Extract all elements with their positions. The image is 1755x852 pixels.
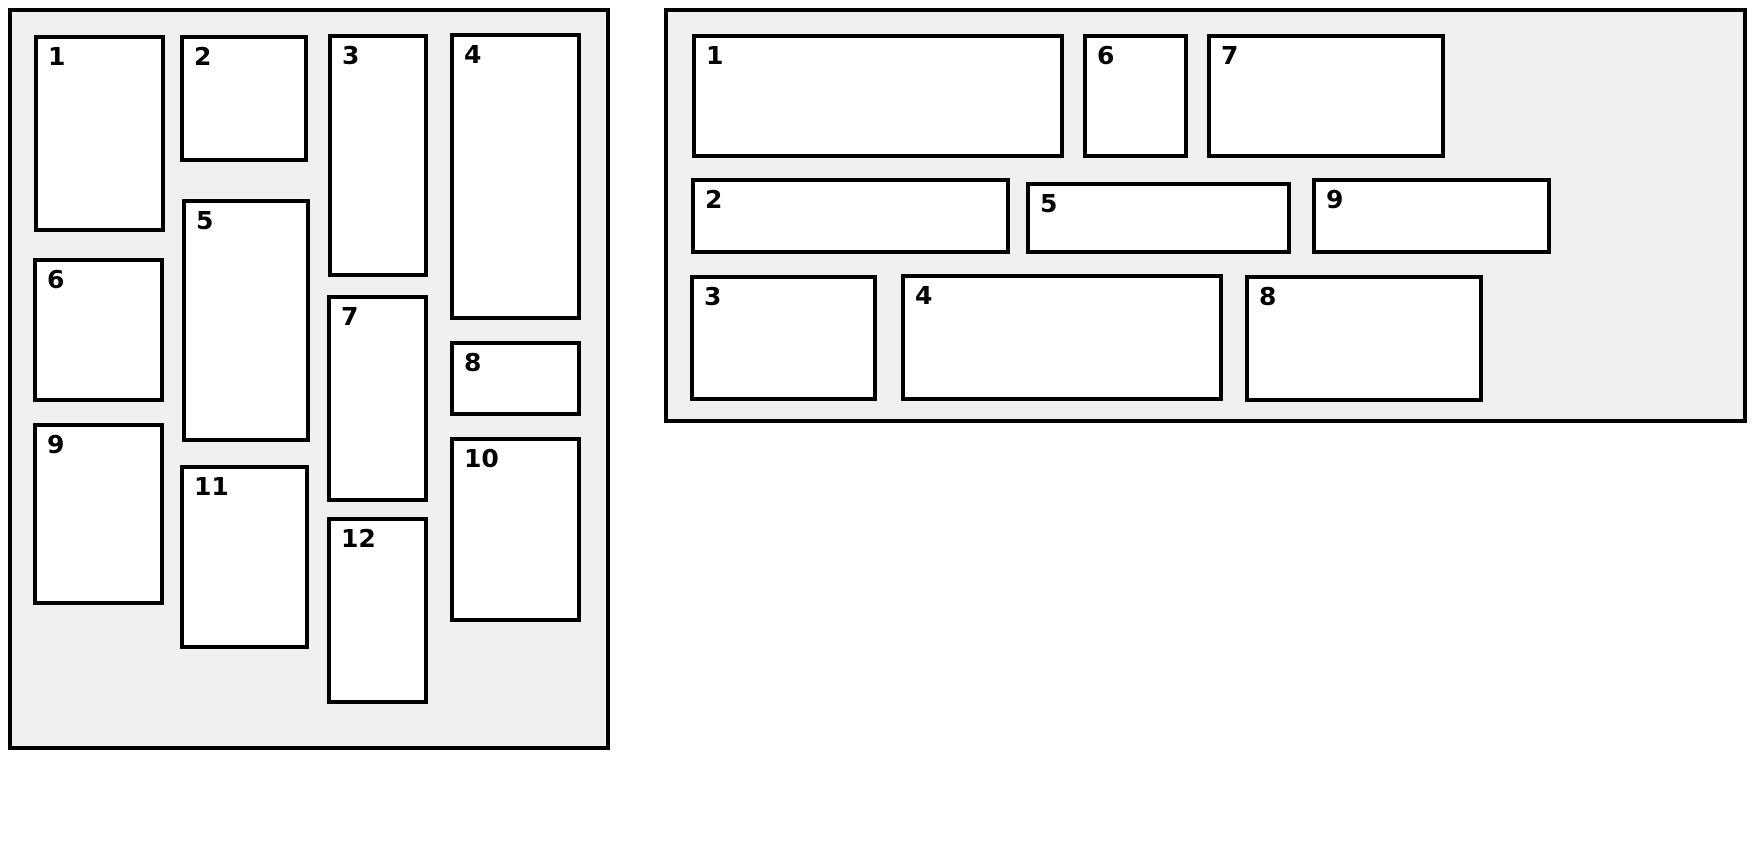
region-box-7[interactable]: 7 bbox=[1207, 34, 1445, 158]
region-box-3[interactable]: 3 bbox=[690, 275, 877, 401]
region-box-8[interactable]: 8 bbox=[450, 341, 581, 416]
region-order-label: 7 bbox=[341, 302, 359, 331]
right-panel: 1 6 7 2 5 9 3 4 8 bbox=[664, 8, 1747, 423]
region-order-label: 10 bbox=[464, 444, 499, 473]
region-box-10[interactable]: 10 bbox=[450, 437, 581, 622]
region-order-label: 4 bbox=[915, 281, 933, 310]
region-box-1[interactable]: 1 bbox=[34, 35, 165, 232]
region-order-label: 5 bbox=[196, 206, 214, 235]
region-order-label: 2 bbox=[705, 185, 723, 214]
region-box-2[interactable]: 2 bbox=[691, 178, 1010, 254]
region-order-label: 3 bbox=[342, 41, 360, 70]
region-order-label: 11 bbox=[194, 472, 229, 501]
region-order-label: 8 bbox=[1259, 282, 1277, 311]
region-order-label: 6 bbox=[47, 265, 65, 294]
region-box-5[interactable]: 5 bbox=[182, 199, 310, 442]
region-order-label: 8 bbox=[464, 348, 482, 377]
region-box-2[interactable]: 2 bbox=[180, 35, 308, 162]
region-order-label: 4 bbox=[464, 40, 482, 69]
region-box-4[interactable]: 4 bbox=[450, 33, 581, 320]
region-box-4[interactable]: 4 bbox=[901, 274, 1223, 401]
region-order-label: 3 bbox=[704, 282, 722, 311]
region-box-12[interactable]: 12 bbox=[327, 517, 428, 704]
region-order-label: 9 bbox=[1326, 185, 1344, 214]
region-box-7[interactable]: 7 bbox=[327, 295, 428, 502]
region-order-label: 1 bbox=[48, 42, 66, 71]
region-box-6[interactable]: 6 bbox=[33, 258, 164, 402]
region-box-5[interactable]: 5 bbox=[1026, 182, 1291, 254]
region-order-label: 6 bbox=[1097, 41, 1115, 70]
region-box-1[interactable]: 1 bbox=[692, 34, 1064, 158]
region-order-label: 7 bbox=[1221, 41, 1239, 70]
region-order-label: 5 bbox=[1040, 189, 1058, 218]
region-order-label: 1 bbox=[706, 41, 724, 70]
region-box-8[interactable]: 8 bbox=[1245, 275, 1483, 402]
region-box-6[interactable]: 6 bbox=[1083, 34, 1188, 158]
region-box-9[interactable]: 9 bbox=[33, 423, 164, 605]
region-order-label: 12 bbox=[341, 524, 376, 553]
region-order-label: 9 bbox=[47, 430, 65, 459]
region-box-3[interactable]: 3 bbox=[328, 34, 428, 277]
region-box-11[interactable]: 11 bbox=[180, 465, 309, 649]
region-box-9[interactable]: 9 bbox=[1312, 178, 1551, 254]
region-order-label: 2 bbox=[194, 42, 212, 71]
